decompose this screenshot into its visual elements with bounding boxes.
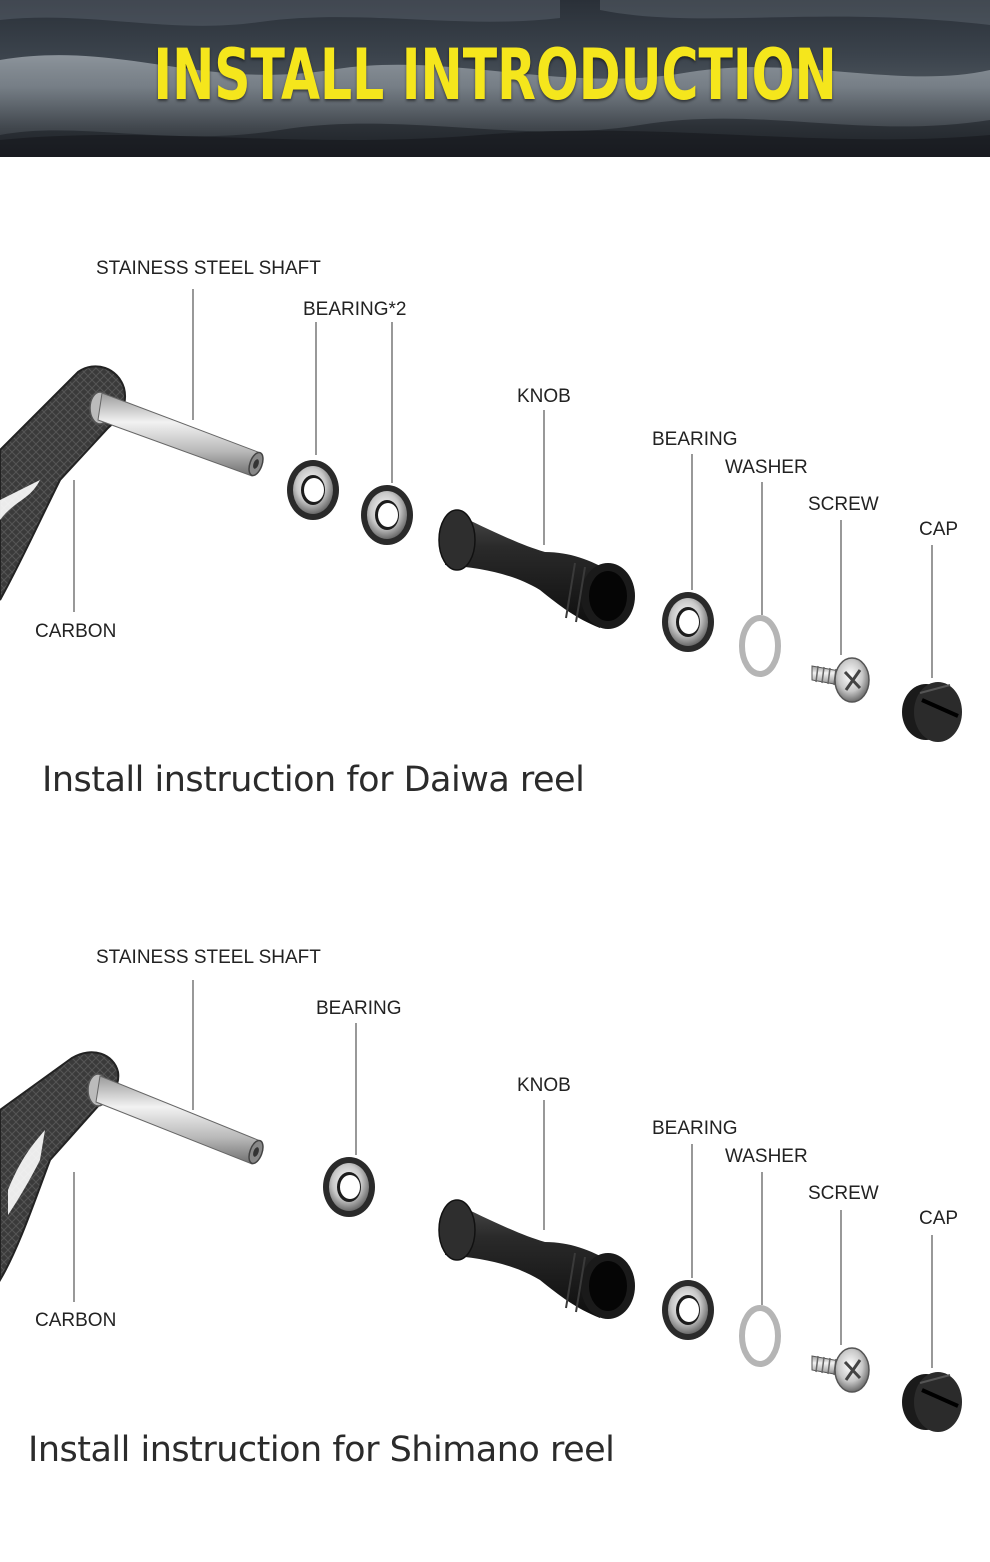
- label-bearing-single: BEARING: [316, 998, 402, 1019]
- shimano-caption: Install instruction for Shimano reel: [28, 1430, 615, 1470]
- label-screw: SCREW: [808, 494, 879, 515]
- label-knob: KNOB: [517, 386, 571, 407]
- leader-lines: [73, 289, 933, 678]
- screw: [811, 657, 870, 703]
- steel-shaft: [87, 1073, 264, 1165]
- bearing-2: [662, 1280, 714, 1340]
- label-washer: WASHER: [725, 1146, 808, 1167]
- daiwa-exploded-diagram: [0, 289, 962, 742]
- bearing-1: [287, 460, 339, 520]
- leader-lines: [73, 980, 933, 1368]
- daiwa-section: STAINESS STEEL SHAFT BEARING*2 KNOB BEAR…: [0, 258, 962, 800]
- screw: [811, 1347, 870, 1393]
- daiwa-caption: Install instruction for Daiwa reel: [42, 760, 585, 800]
- bearing-2: [361, 485, 413, 545]
- label-cap: CAP: [919, 519, 959, 540]
- knob: [438, 1199, 635, 1319]
- label-bearing-pair: BEARING*2: [303, 299, 407, 320]
- washer: [739, 1305, 781, 1367]
- water-background: [0, 0, 990, 157]
- steel-shaft: [89, 391, 264, 477]
- bearing-3: [662, 592, 714, 652]
- label-screw: SCREW: [808, 1183, 879, 1204]
- label-knob: KNOB: [517, 1075, 571, 1096]
- shimano-exploded-diagram: [0, 980, 962, 1432]
- cap: [902, 1372, 962, 1432]
- label-cap: CAP: [919, 1208, 959, 1229]
- label-shaft: STAINESS STEEL SHAFT: [96, 947, 321, 968]
- banner-title: INSTALL INTRODUCTION: [153, 34, 837, 116]
- cap: [902, 682, 962, 742]
- bearing-1: [323, 1157, 375, 1217]
- label-bearing: BEARING: [652, 1118, 738, 1139]
- label-bearing: BEARING: [652, 429, 738, 450]
- label-shaft: STAINESS STEEL SHAFT: [96, 258, 321, 279]
- shimano-section: STAINESS STEEL SHAFT BEARING KNOB BEARIN…: [0, 690, 990, 1562]
- header-banner: INSTALL INTRODUCTION: [0, 0, 990, 157]
- label-washer: WASHER: [725, 457, 808, 478]
- knob: [438, 509, 635, 629]
- washer: [739, 615, 781, 677]
- label-carbon: CARBON: [35, 621, 117, 642]
- label-carbon: CARBON: [35, 1310, 117, 1331]
